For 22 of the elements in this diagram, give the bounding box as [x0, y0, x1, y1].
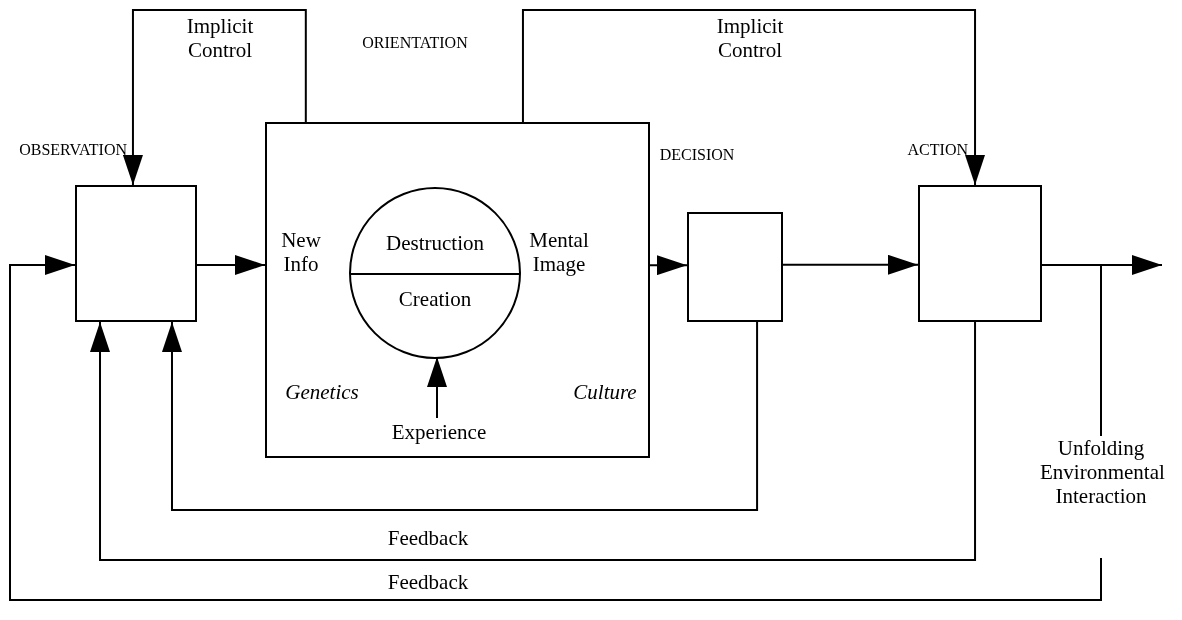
- split-circle: [349, 187, 521, 359]
- arrow: [90, 321, 977, 561]
- arrow: [9, 255, 1102, 601]
- stage-heading: ACTION: [906, 141, 968, 160]
- arrow: [427, 356, 447, 419]
- arrow: [162, 321, 759, 511]
- stage-heading: DECISION: [658, 146, 736, 165]
- arrow: [649, 255, 688, 276]
- node-label: Experience: [390, 420, 488, 445]
- circle-label: Destruction: [385, 231, 485, 256]
- stage-heading: ORIENTATION: [361, 34, 469, 53]
- arrow: [521, 9, 986, 186]
- box-label: Culture: [572, 380, 638, 405]
- box-label: Mental Image: [528, 228, 590, 277]
- stage-heading: OBSERVATION: [18, 141, 127, 160]
- box-label: Genetics: [284, 380, 360, 405]
- arrow: [196, 255, 266, 275]
- box-label: New Info: [280, 228, 322, 277]
- arrow: [782, 254, 919, 275]
- circle-label: Creation: [397, 287, 473, 312]
- arrow: [122, 9, 307, 186]
- connector-line: [1041, 264, 1102, 437]
